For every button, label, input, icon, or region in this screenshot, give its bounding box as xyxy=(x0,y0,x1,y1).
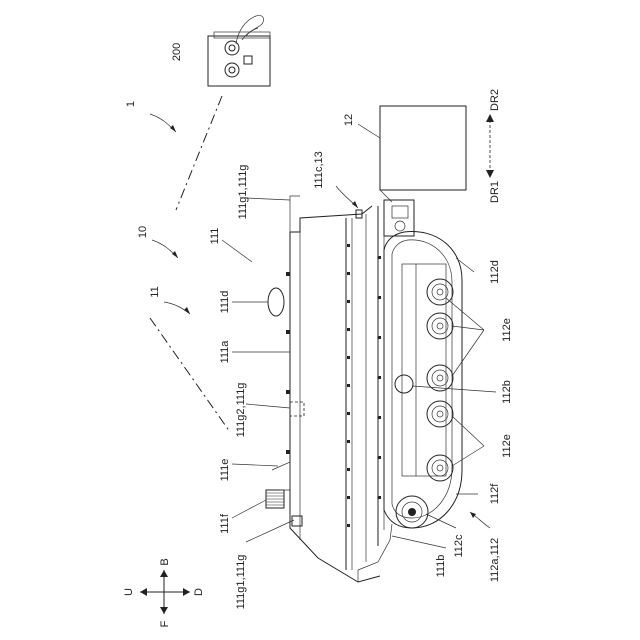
label-body-assembly: 11 xyxy=(149,286,161,297)
label-crawler: 112a,112 xyxy=(489,538,501,582)
signal-lines xyxy=(150,96,230,432)
label-cover-mid: 111g2,111g xyxy=(235,383,247,438)
label-body: 111 xyxy=(209,228,221,245)
label-system: 1 xyxy=(125,101,137,107)
sprocket xyxy=(396,496,428,528)
label-front: F xyxy=(159,620,171,627)
label-up: U xyxy=(123,588,135,596)
label-ladder: 111f xyxy=(219,513,231,534)
control-box xyxy=(380,106,466,202)
label-ladder-mount: 111e xyxy=(219,459,231,482)
center-roller xyxy=(395,375,413,393)
label-hatch: 111d xyxy=(219,291,231,314)
label-top-panel: 111a xyxy=(219,340,231,364)
reference-leaders xyxy=(150,114,190,314)
label-wheels-lower: 112e xyxy=(501,434,513,458)
label-center: 112b xyxy=(501,380,513,404)
remote-controller xyxy=(208,15,270,86)
label-cover-front: 111g1,111g xyxy=(235,555,247,610)
label-track-rear: 112d xyxy=(489,260,501,284)
label-box: 12 xyxy=(343,114,355,126)
label-back: B xyxy=(159,558,171,565)
label-dr2: DR2 xyxy=(489,89,501,111)
orientation-cross xyxy=(140,570,190,614)
road-wheels xyxy=(427,279,453,481)
drive-unit xyxy=(356,200,414,236)
direction-dr-arrow xyxy=(486,114,494,178)
label-front-guard: 111b xyxy=(435,555,447,578)
label-dr1: DR1 xyxy=(489,181,501,203)
label-wheels-upper: 112e xyxy=(501,318,513,342)
label-vehicle: 10 xyxy=(137,226,149,238)
label-cover-rear: 111g1,111g xyxy=(237,165,249,220)
label-sprocket: 112c xyxy=(453,534,465,558)
label-drive-unit: 111c,13 xyxy=(313,151,325,189)
label-track-front: 112f xyxy=(489,483,501,505)
vehicle-body xyxy=(268,196,392,582)
label-remote: 200 xyxy=(171,43,183,61)
ladder xyxy=(266,462,302,526)
label-down: D xyxy=(193,588,205,596)
